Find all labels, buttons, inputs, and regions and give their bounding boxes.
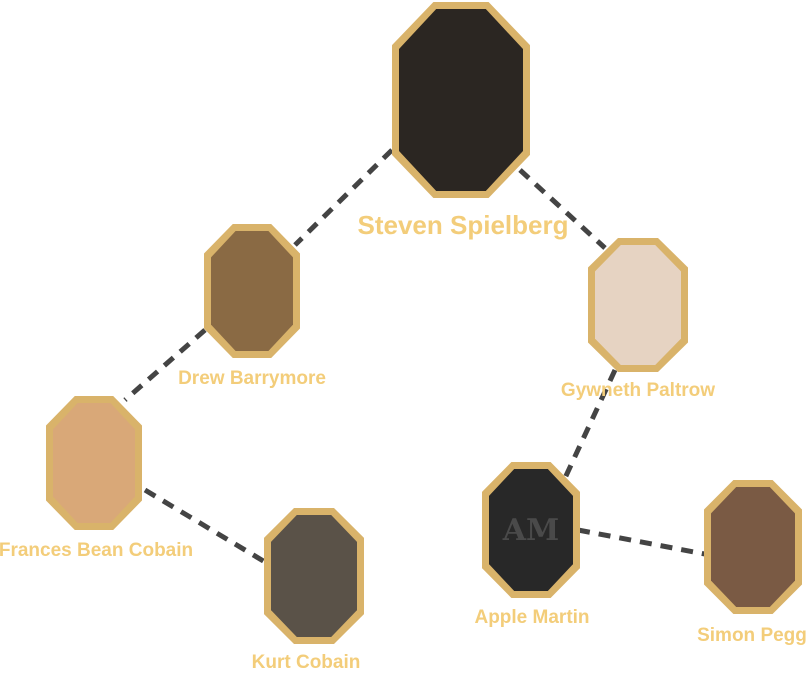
node-label: Drew Barrymore <box>178 368 326 389</box>
avatar <box>595 245 681 365</box>
node-label: Apple Martin <box>474 607 590 628</box>
avatar <box>399 9 523 191</box>
avatar <box>711 487 795 607</box>
node-label: Steven Spielberg <box>357 210 569 240</box>
node-label: Gywneth Paltrow <box>560 380 716 401</box>
node-label: Frances Bean Cobain <box>0 540 194 561</box>
node-label: Kurt Cobain <box>251 652 361 673</box>
avatar <box>211 231 293 351</box>
avatar <box>271 515 357 637</box>
node-label: Simon Pegg <box>697 625 807 646</box>
avatar <box>53 403 135 523</box>
avatar: AM <box>489 469 573 591</box>
initials: AM <box>502 512 560 548</box>
